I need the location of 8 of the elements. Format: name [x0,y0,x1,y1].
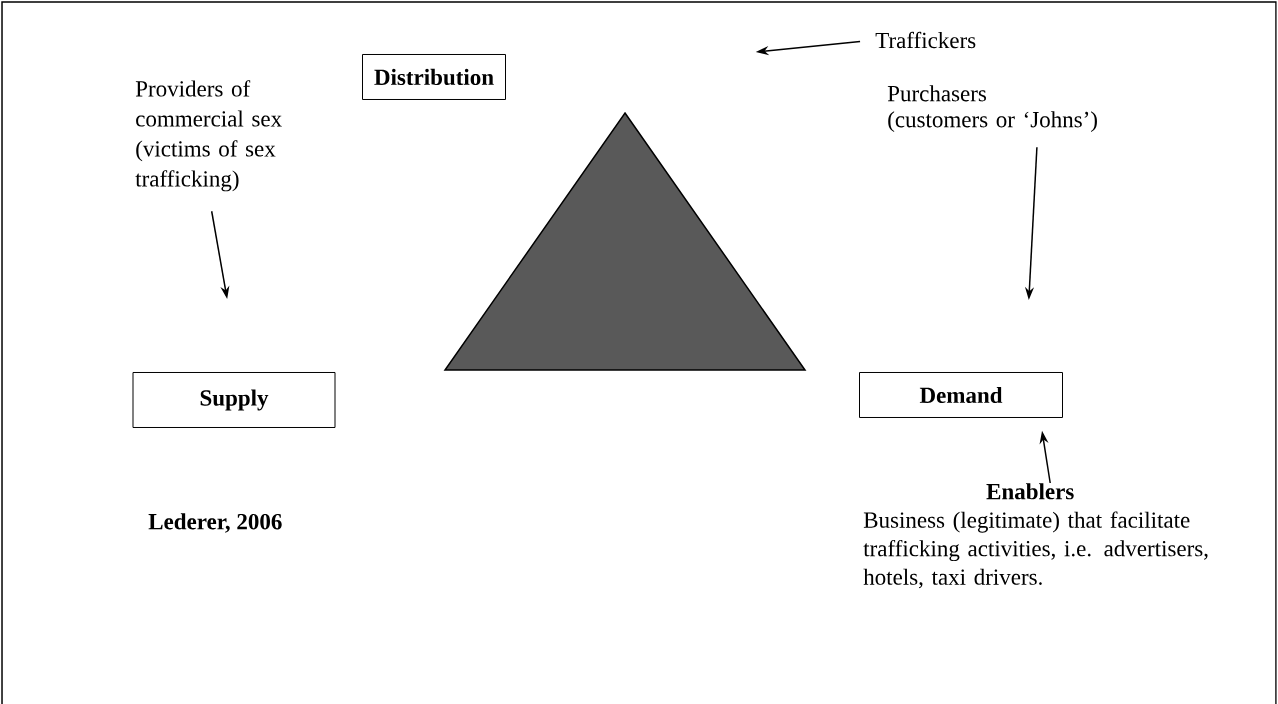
citation-label: Lederer, 2006 [148,513,282,533]
text-label: Purchasers (customers or ‘Johns’) [887,85,1097,133]
label-box: Supply [132,372,336,428]
text-label: Providers of commercial sex (victims of sex trafficking) [135,80,282,192]
text-label: Enablers Business (legitimate) that facilitate trafficking activities, i.e. advertisers, hotels, taxi drivers. [863,483,1208,589]
label-box: Distribution [362,54,506,100]
text-label: Traffickers [875,31,976,49]
label-box: Demand [859,372,1063,418]
